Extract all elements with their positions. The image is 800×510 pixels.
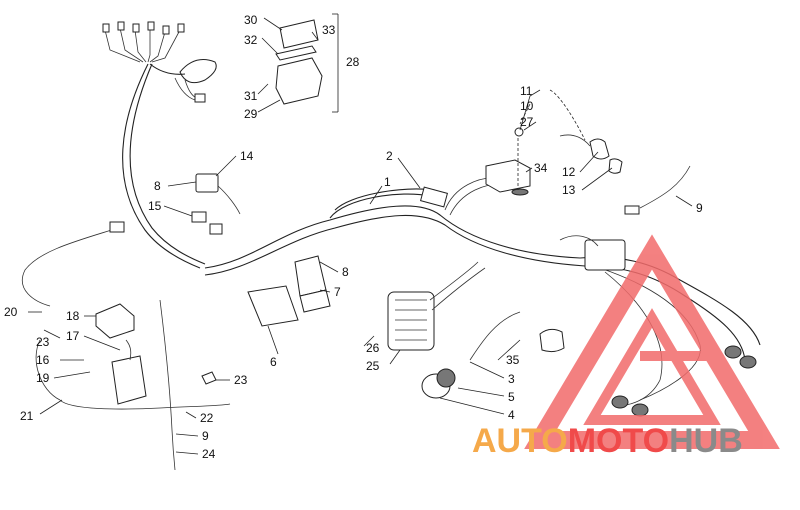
callout-14: 14 (240, 149, 254, 163)
watermark-logo-triangle (524, 234, 780, 449)
callout-29: 29 (244, 107, 258, 121)
callout-7: 7 (334, 285, 341, 299)
callout-10: 10 (520, 99, 534, 113)
callout-6: 6 (270, 355, 277, 369)
callout-35: 35 (506, 353, 520, 367)
callout-26: 26 (366, 341, 380, 355)
callout-34: 34 (534, 161, 548, 175)
callout-9-lower: 9 (202, 429, 209, 443)
callout-4: 4 (508, 408, 515, 422)
callout-17: 17 (66, 329, 80, 343)
callout-2: 2 (386, 149, 393, 163)
callout-33: 33 (322, 23, 336, 37)
top-connector-bundle (102, 21, 217, 103)
callout-labels: 30 32 33 28 31 29 11 10 27 34 12 13 2 1 … (4, 13, 703, 461)
callout-21: 21 (20, 409, 34, 423)
callout-13: 13 (562, 183, 576, 197)
leader-lines (28, 17, 693, 455)
callout-15: 15 (148, 199, 162, 213)
callout-19: 19 (36, 371, 50, 385)
watermark: AUTOMOTOHUB (472, 234, 780, 460)
callout-32: 32 (244, 33, 258, 47)
callout-25: 25 (366, 359, 380, 373)
harness-drawing (22, 13, 761, 471)
callout-16: 16 (36, 353, 50, 367)
callout-12: 12 (562, 165, 576, 179)
callout-31: 31 (244, 89, 258, 103)
callout-9-upper: 9 (696, 201, 703, 215)
callout-3: 3 (508, 372, 515, 386)
callout-8-lower: 8 (342, 265, 349, 279)
callout-5: 5 (508, 390, 515, 404)
callout-23-left: 23 (36, 335, 50, 349)
callout-28: 28 (346, 55, 360, 69)
watermark-brand-text: AUTOMOTOHUB (472, 422, 743, 460)
callout-24: 24 (202, 447, 216, 461)
callout-20: 20 (4, 305, 18, 319)
callout-1: 1 (384, 175, 391, 189)
callout-27: 27 (520, 115, 534, 129)
callout-8-upper: 8 (154, 179, 161, 193)
callout-22: 22 (200, 411, 214, 425)
callout-30: 30 (244, 13, 258, 27)
callout-11: 11 (520, 84, 533, 98)
callout-18: 18 (66, 309, 80, 323)
callout-23-right: 23 (234, 373, 248, 387)
